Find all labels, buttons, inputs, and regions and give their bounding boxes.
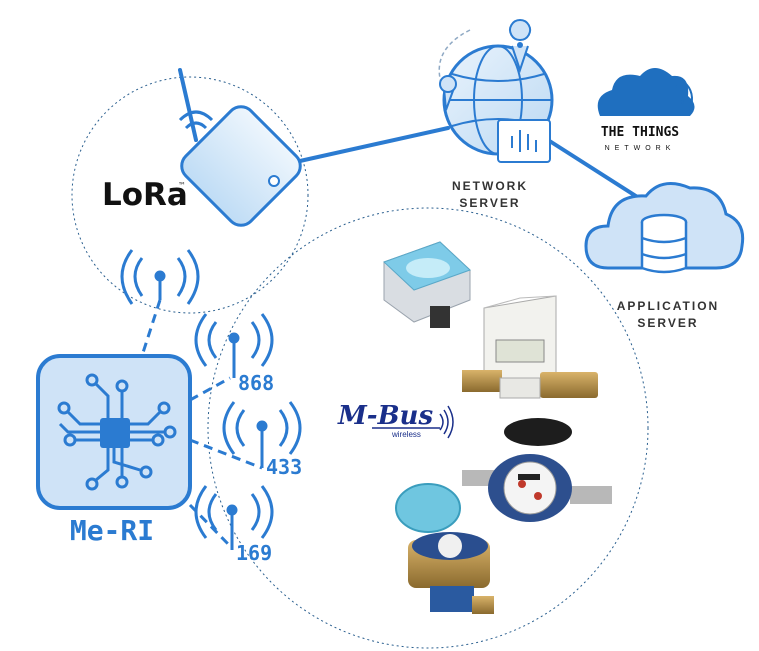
mbus-zone-circle: [207, 207, 649, 649]
mbus-logo-sub: wireless: [391, 430, 421, 439]
frequency-169: 169: [236, 541, 272, 565]
antenna-169-icon: [194, 485, 274, 550]
ttn-label-1: THE THINGS: [601, 125, 679, 140]
antenna-868-icon: [194, 313, 274, 378]
application-server-label-2: SERVER: [637, 316, 698, 330]
lora-tm: ™: [178, 181, 186, 190]
ttn-label-2: NETWORK: [605, 145, 676, 152]
frequency-433: 433: [266, 455, 302, 479]
lcd-water-meter-image: [462, 295, 598, 399]
lora-antenna-icon: [120, 249, 200, 305]
frequency-868: 868: [238, 371, 274, 395]
dark-water-meter-image: [462, 418, 612, 522]
network-links: [280, 126, 652, 207]
heat-meter-image: [383, 241, 471, 328]
lora-logo: LoRa ™: [102, 177, 188, 213]
ttn-cloud-icon: [597, 68, 695, 116]
radio-links: [138, 299, 263, 550]
network-server-icon: [438, 19, 554, 163]
network-server-label-2: SERVER: [459, 196, 520, 210]
device-name: Me-RI: [70, 514, 154, 547]
application-server-label-1: APPLICATION: [617, 299, 719, 313]
lora-gateway-icon: [178, 68, 302, 227]
blue-lid-water-meter-image: [395, 483, 494, 614]
lora-logo-text: LoRa: [102, 177, 188, 213]
mbus-logo-text: M-Bus: [337, 401, 433, 431]
lora-zone-circle: [71, 76, 309, 314]
mbus-wireless-logo: M-Bus wireless: [337, 401, 454, 439]
network-server-label-1: NETWORK: [452, 179, 528, 193]
me-ri-device-icon: [36, 354, 192, 510]
antenna-433-icon: [222, 401, 302, 468]
application-server-icon: [584, 182, 745, 274]
